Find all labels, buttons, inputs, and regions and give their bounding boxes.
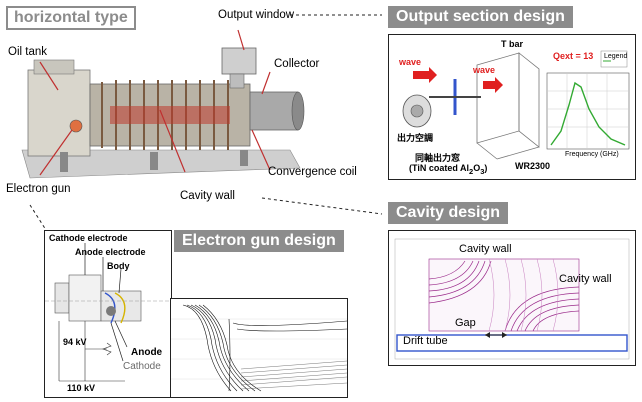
v110-label: 110 kV	[67, 383, 96, 393]
output-window-label: Output window	[218, 9, 295, 21]
electron-gun-panel: Cathode electrode Anode electrode Body 9…	[44, 230, 172, 398]
tin-close-text: )	[484, 163, 488, 173]
cavity-wall-right-label: Cavity wall	[559, 273, 612, 285]
convergence-coil-label: Convergence coil	[268, 166, 357, 178]
cavity-design-panel: Cavity wall Cavity wall Gap Drift tube	[388, 230, 636, 366]
cavity-wall-label: Cavity wall	[180, 190, 235, 202]
gap-label: Gap	[455, 317, 476, 329]
collector-label: Collector	[274, 58, 320, 70]
cavity-wall-top-label: Cavity wall	[459, 243, 512, 255]
output-section-panel: T bar wave wave Qext = 13 Legend Frequen…	[388, 34, 636, 180]
wave-out-label: wave	[473, 65, 496, 75]
legend-label: Legend	[604, 53, 628, 60]
horizontal-type-title: horizontal type	[6, 6, 136, 30]
cavity-design-title: Cavity design	[388, 202, 509, 224]
v94-label: 94 kV	[63, 337, 87, 347]
coax-window-jp-label: 同軸出力窓	[415, 153, 461, 163]
gun-simulation-panel	[170, 298, 348, 398]
anode-electrode-label: Anode electrode	[75, 247, 146, 257]
drift-tube-label: Drift tube	[403, 335, 448, 347]
electron-gun-design-title: Electron gun design	[174, 230, 344, 252]
cathode-electrode-label: Cathode electrode	[49, 233, 128, 243]
cathode-label: Cathode	[123, 361, 161, 372]
tin-coating-label: (TiN coated Al2O3)	[409, 163, 487, 176]
electron-gun-label: Electron gun	[6, 183, 71, 195]
tin-sub-2: 2	[469, 166, 474, 176]
tin-sub-3: 3	[480, 166, 485, 176]
tin-o-text: O	[473, 163, 481, 173]
anode-label: Anode	[131, 347, 163, 358]
freq-axis-label: Frequency (GHz)	[565, 151, 619, 158]
tin-coating-text: (TiN coated Al	[409, 163, 470, 173]
qext-label: Qext = 13	[553, 51, 594, 61]
output-cavity-jp-label: 出力空調	[397, 133, 434, 143]
wave-in-label: wave	[399, 57, 422, 67]
waveguide-label: WR2300	[515, 161, 551, 171]
t-bar-label: T bar	[501, 39, 524, 49]
output-section-title: Output section design	[388, 6, 573, 28]
oil-tank-label: Oil tank	[8, 46, 47, 58]
body-label: Body	[107, 261, 130, 271]
